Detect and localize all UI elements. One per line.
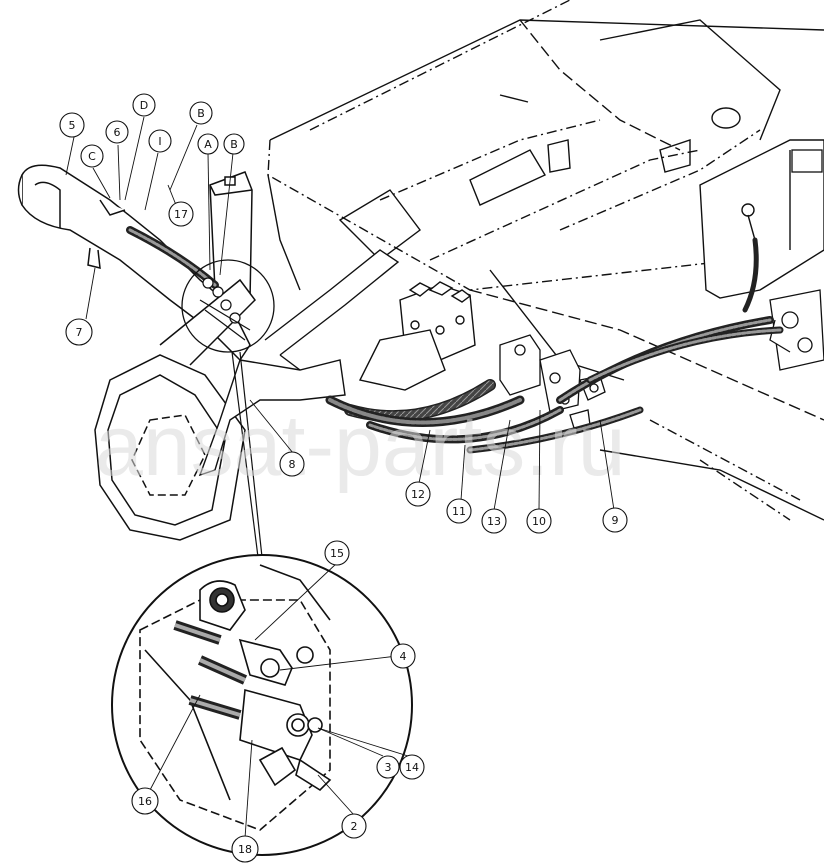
svg-text:16: 16 xyxy=(138,795,152,808)
pump-assembly xyxy=(769,149,824,371)
svg-text:4: 4 xyxy=(400,650,407,663)
callout-8: 8 xyxy=(279,451,305,477)
hydraulic-tank xyxy=(699,139,824,299)
svg-text:15: 15 xyxy=(330,547,344,560)
svg-text:10: 10 xyxy=(532,515,546,528)
svg-text:8: 8 xyxy=(289,458,296,471)
detail-leader-lines xyxy=(231,351,263,558)
callout-C: C xyxy=(80,144,104,168)
callout-16: 16 xyxy=(131,787,159,815)
svg-text:D: D xyxy=(140,99,148,112)
svg-text:9: 9 xyxy=(612,514,619,527)
callout-13: 13 xyxy=(481,508,507,534)
svg-text:C: C xyxy=(88,150,96,163)
gearbox-housing xyxy=(94,278,256,541)
svg-text:2: 2 xyxy=(351,820,358,833)
left-tube-assembly xyxy=(17,164,251,362)
detail-view xyxy=(111,554,413,856)
callout-18: 18 xyxy=(231,835,259,863)
control-valve-block xyxy=(358,281,476,391)
svg-text:14: 14 xyxy=(405,761,419,774)
callout-I: I xyxy=(148,129,172,153)
svg-text:5: 5 xyxy=(69,119,76,132)
svg-text:3: 3 xyxy=(385,761,392,774)
callout-leaders xyxy=(65,116,615,839)
svg-text:18: 18 xyxy=(238,843,252,856)
svg-text:A: A xyxy=(204,138,212,151)
callout-2: 2 xyxy=(341,813,367,839)
callout-12: 12 xyxy=(405,481,431,507)
callout-6: 6 xyxy=(105,120,129,144)
callout-5: 5 xyxy=(59,112,85,138)
svg-text:12: 12 xyxy=(411,488,425,501)
svg-text:13: 13 xyxy=(487,515,501,528)
svg-text:B: B xyxy=(230,138,238,151)
callout-4: 4 xyxy=(390,643,416,669)
callout-A: A xyxy=(197,133,219,155)
callout-11: 11 xyxy=(446,498,472,524)
svg-text:6: 6 xyxy=(114,126,121,139)
detail-marker-circle xyxy=(181,259,275,353)
svg-text:I: I xyxy=(158,135,161,148)
callout-B-top: B xyxy=(189,101,213,125)
callouts: 5 C 6 D I B A B 17 7 8 12 11 13 10 9 15 … xyxy=(59,93,628,863)
callout-9: 9 xyxy=(602,507,628,533)
callout-17: 17 xyxy=(168,201,194,227)
callout-10: 10 xyxy=(526,508,552,534)
svg-text:17: 17 xyxy=(174,208,188,221)
watermark-text: ansat-parts.ru xyxy=(95,398,626,494)
svg-text:B: B xyxy=(197,107,205,120)
callout-7: 7 xyxy=(65,318,93,346)
callout-3: 3 xyxy=(376,755,400,779)
left-fittings xyxy=(199,277,251,341)
callout-D: D xyxy=(132,93,156,117)
callout-15: 15 xyxy=(324,540,350,566)
callout-14: 14 xyxy=(399,754,425,780)
svg-text:7: 7 xyxy=(76,326,83,339)
callout-B: B xyxy=(223,133,245,155)
svg-text:11: 11 xyxy=(452,505,466,518)
